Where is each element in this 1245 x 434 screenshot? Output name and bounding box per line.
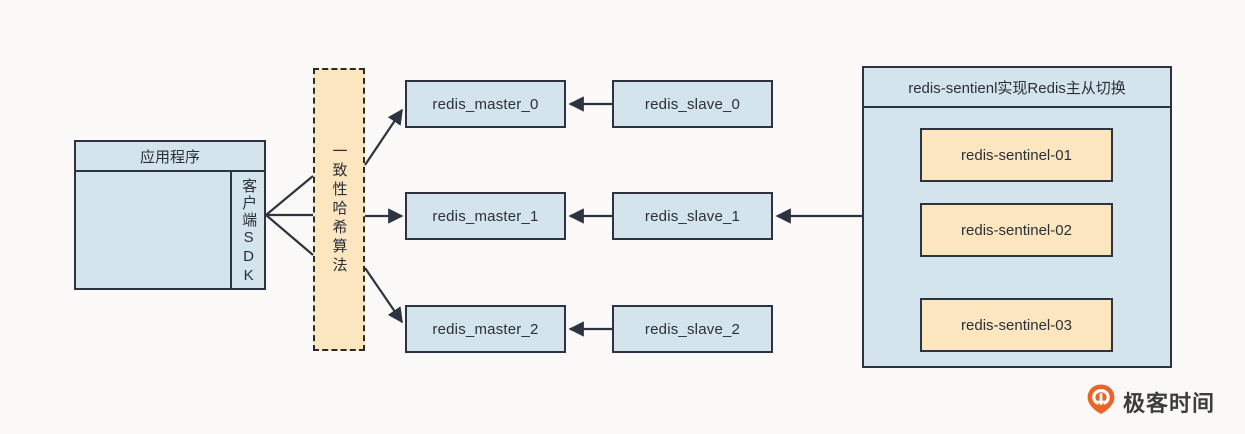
redis-slave-0-node: redis_slave_0 bbox=[612, 80, 773, 128]
application-program-content-area bbox=[76, 172, 232, 290]
sdk-to-hashing-lines bbox=[265, 175, 314, 256]
hashing-to-master-arrows bbox=[364, 108, 404, 324]
brand-watermark: 极客时间 bbox=[1086, 383, 1215, 420]
redis-master-1-node: redis_master_1 bbox=[405, 192, 566, 240]
consistent-hashing-box: 一致性哈希算法 bbox=[313, 68, 365, 351]
redis-sentinel-panel-title: redis-sentienl实现Redis主从切换 bbox=[864, 68, 1170, 108]
redis-master-2-node: redis_master_2 bbox=[405, 305, 566, 353]
redis-sentinel-03-node: redis-sentinel-03 bbox=[920, 298, 1113, 352]
redis-sentinel-01-node: redis-sentinel-01 bbox=[920, 128, 1113, 182]
slave-to-master-arrows bbox=[568, 96, 612, 337]
client-sdk-label: 客户端SDK bbox=[240, 178, 258, 286]
application-program-box: 应用程序 客户端SDK bbox=[74, 140, 266, 290]
redis-sentinel-02-node: redis-sentinel-02 bbox=[920, 203, 1113, 257]
application-program-title: 应用程序 bbox=[76, 142, 264, 172]
redis-master-0-node: redis_master_0 bbox=[405, 80, 566, 128]
application-program-body: 客户端SDK bbox=[76, 172, 264, 290]
brand-name: 极客时间 bbox=[1123, 390, 1216, 416]
redis-sentinel-panel-body: redis-sentinel-01 redis-sentinel-02 redi… bbox=[864, 108, 1170, 366]
redis-slave-1-node: redis_slave_1 bbox=[612, 192, 773, 240]
redis-slave-2-node: redis_slave_2 bbox=[612, 305, 773, 353]
geektime-pin-icon bbox=[1086, 383, 1116, 420]
redis-sentinel-panel: redis-sentienl实现Redis主从切换 redis-sentinel… bbox=[862, 66, 1172, 368]
client-sdk-column: 客户端SDK bbox=[232, 172, 264, 290]
consistent-hashing-label: 一致性哈希算法 bbox=[330, 143, 348, 276]
